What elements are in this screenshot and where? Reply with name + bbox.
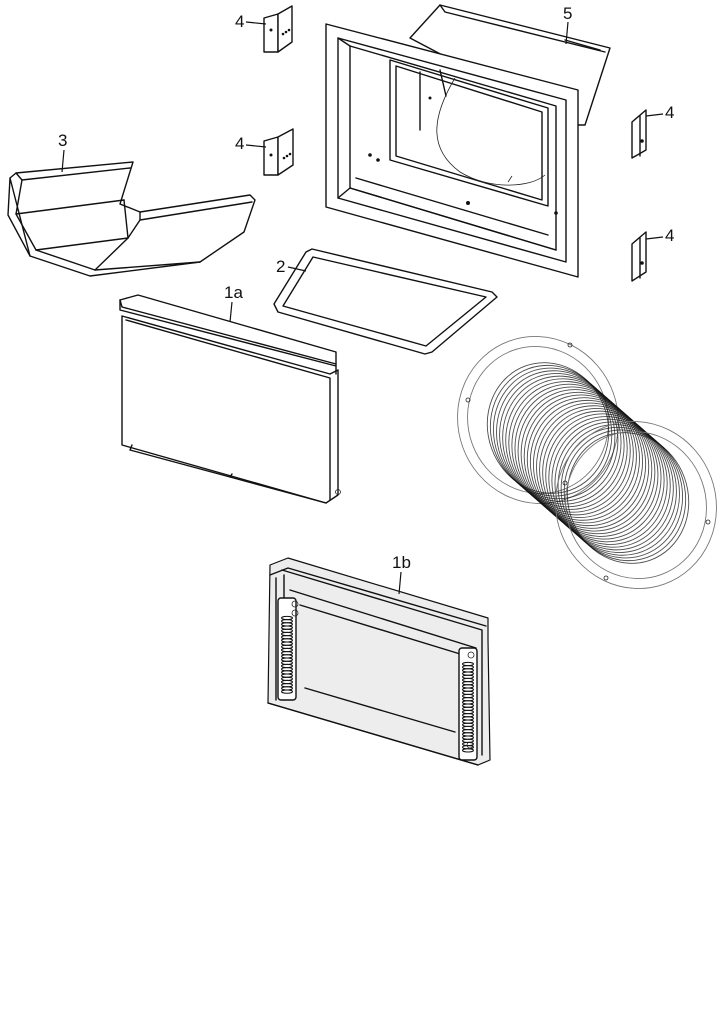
duct-corrugation-ring <box>514 386 637 519</box>
duct-corrugation-ring <box>551 418 674 551</box>
duct-corrugation-ring <box>508 381 631 513</box>
duct-corrugation-ring <box>505 378 628 510</box>
part-1a-label: 1a <box>224 283 243 302</box>
part-1b-label: 1b <box>392 553 411 572</box>
duct-corrugation-ring <box>489 364 613 497</box>
part-5-frame: 5 <box>325 4 611 278</box>
part-4-bracket-mid: 4 <box>235 128 294 176</box>
duct-corrugation-ring <box>548 416 671 548</box>
part-1a-panel: 1a <box>119 283 341 504</box>
duct-corrugation-ring <box>532 402 656 535</box>
part-4-label-top: 4 <box>235 12 244 31</box>
duct-corrugation-ring <box>520 391 644 524</box>
part-3-trough: 3 <box>7 131 256 277</box>
duct-corrugation-ring <box>486 362 610 494</box>
part-2-label: 2 <box>276 257 285 276</box>
duct-corrugation-ring <box>511 383 634 516</box>
part-1b-panel: 1b <box>267 553 491 766</box>
duct-corrugation-ring <box>560 426 684 559</box>
duct-corrugation-ring <box>492 367 616 500</box>
part-2-gasket: 2 <box>273 248 498 355</box>
duct-corrugation-ring <box>554 421 677 554</box>
flexible-duct <box>457 336 717 589</box>
duct-corrugation-ring <box>502 375 625 508</box>
duct-corrugation-ring <box>536 405 659 537</box>
duct-corrugation-ring <box>566 432 690 564</box>
part-5-label: 5 <box>563 4 572 23</box>
duct-corrugation-ring <box>539 407 662 540</box>
part-4-label-right-bottom: 4 <box>665 226 674 245</box>
spring-coil <box>462 748 474 753</box>
part-4-bracket-top: 4 <box>235 5 293 53</box>
duct-corrugation-ring <box>545 413 668 545</box>
duct-corrugation-ring <box>499 372 622 505</box>
duct-corrugation-ring <box>523 394 647 527</box>
part-4-bracket-right-bottom: 4 <box>631 226 674 282</box>
part-4-bracket-right-top: 4 <box>631 103 674 159</box>
duct-corrugation-ring <box>563 429 687 562</box>
part-4-label-right-top: 4 <box>665 103 674 122</box>
duct-corrugation-ring <box>529 399 653 532</box>
part-4-label-mid: 4 <box>235 134 244 153</box>
spring-coil <box>281 689 293 694</box>
part-3-label: 3 <box>58 131 67 150</box>
duct-corrugation-ring <box>517 389 640 521</box>
duct-corrugation-ring <box>496 370 619 502</box>
duct-corrugation-ring <box>542 410 665 543</box>
duct-corrugation-ring <box>526 397 650 529</box>
duct-corrugation-ring <box>557 424 680 556</box>
